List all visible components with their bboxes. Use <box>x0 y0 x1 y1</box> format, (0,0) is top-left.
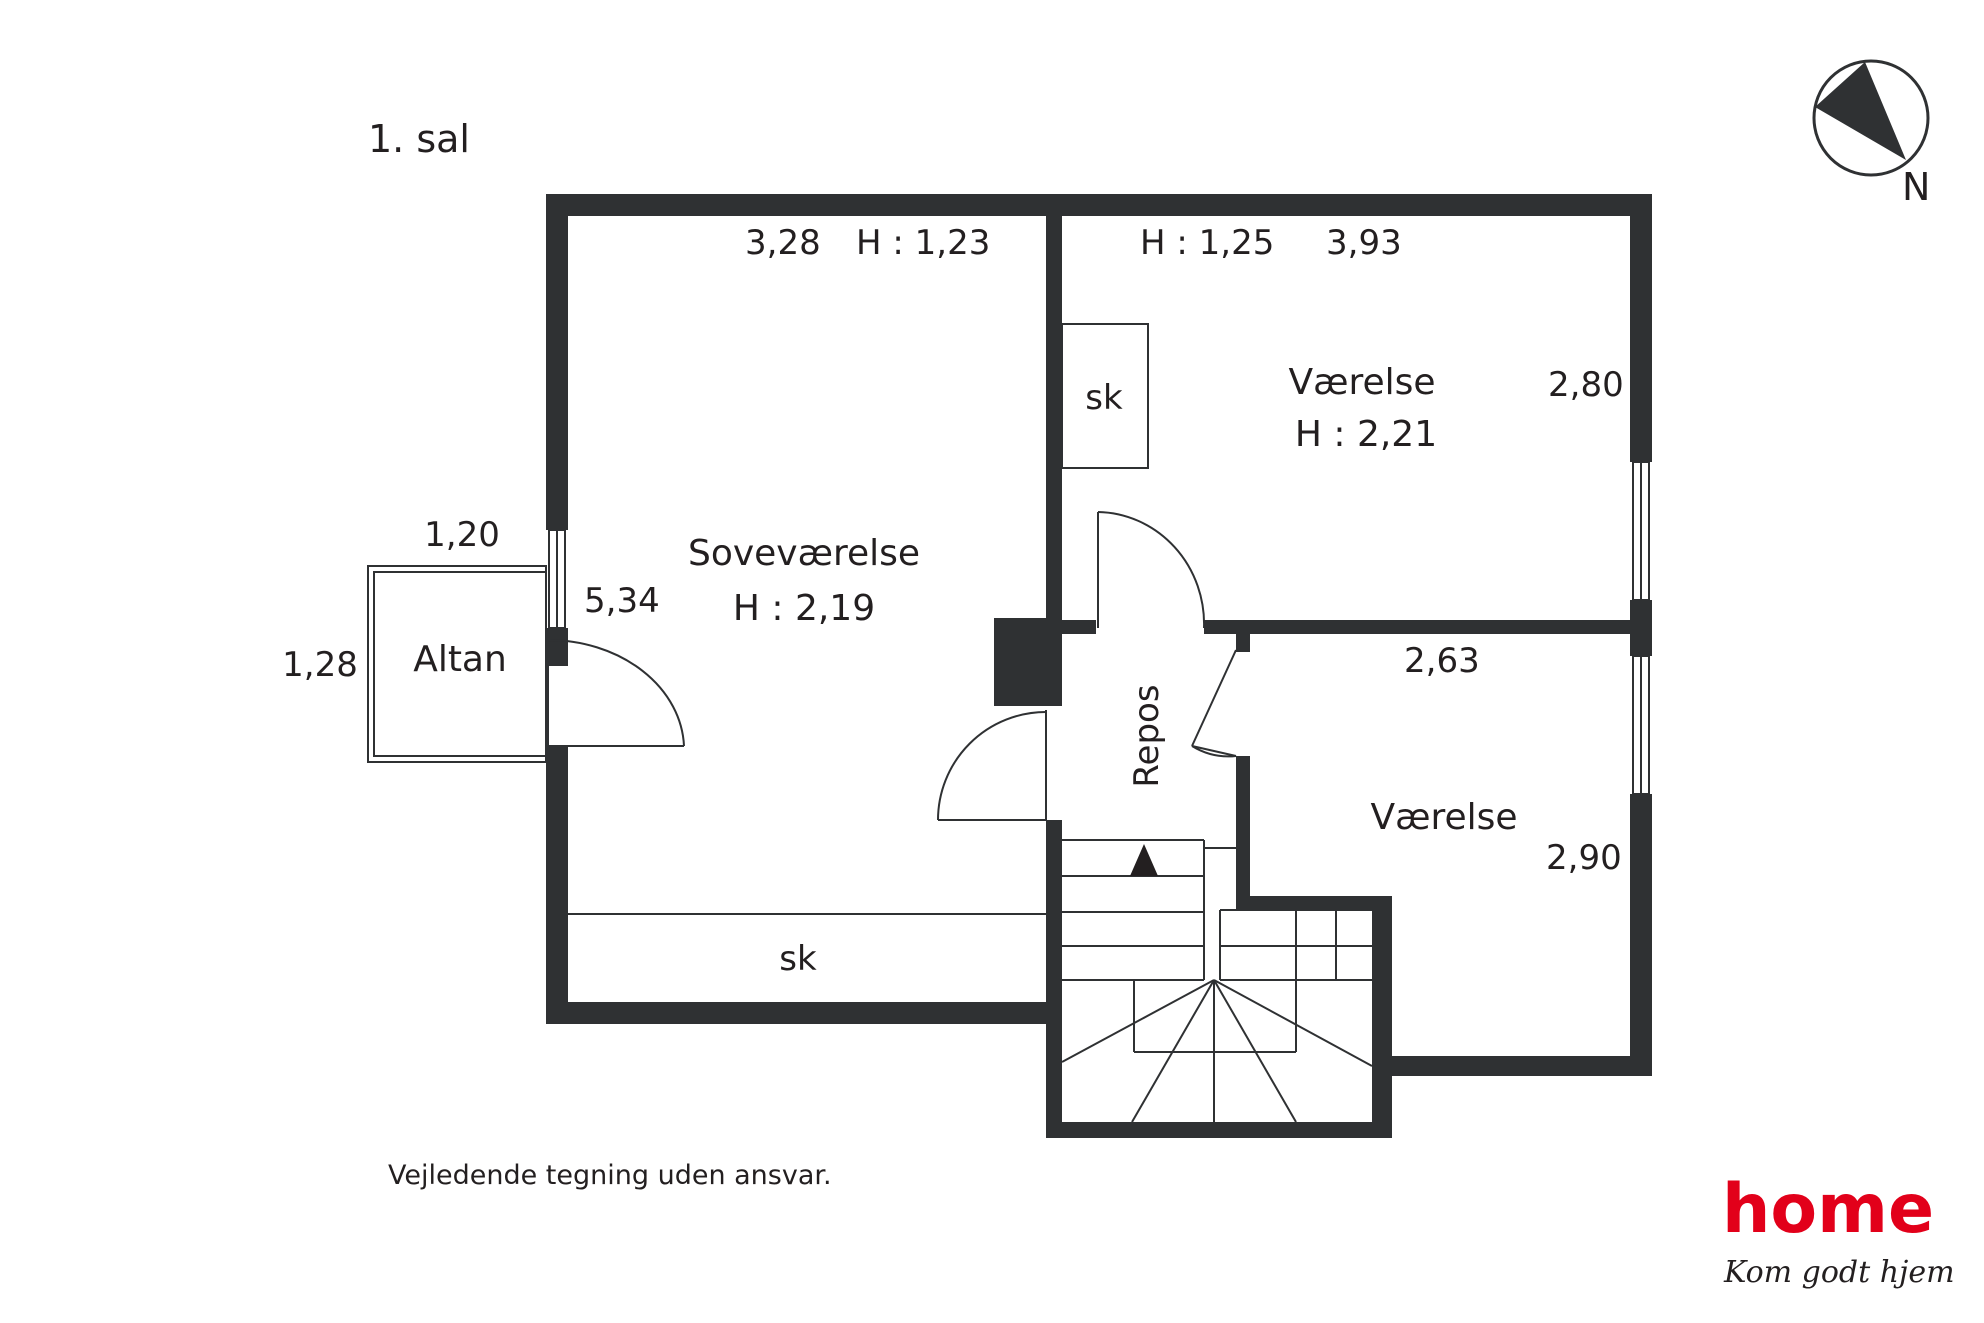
room-north-ceiling-height: H : 1,25 <box>1140 223 1274 263</box>
room-north-height: H : 2,21 <box>1295 414 1437 455</box>
closet-north-label: sk <box>1085 378 1123 418</box>
balcony-name: Altan <box>413 639 507 680</box>
closet-bedroom-label: sk <box>779 939 817 979</box>
logo-tagline: Kom godt hjem <box>1723 1255 1955 1290</box>
room-south-depth: 2,90 <box>1546 838 1622 878</box>
balcony-width: 1,20 <box>424 515 500 555</box>
bedroom-name: Soveværelse <box>688 533 920 574</box>
bedroom-width: 3,28 <box>745 223 821 263</box>
staircase <box>1061 839 1373 1123</box>
closet-north-outline <box>1061 323 1149 469</box>
windows <box>548 461 1650 795</box>
room-south-name: Værelse <box>1370 797 1517 838</box>
balcony-depth: 1,28 <box>282 645 358 685</box>
room-north-name: Værelse <box>1288 362 1435 403</box>
room-south-width: 2,63 <box>1404 641 1480 681</box>
walls <box>546 194 1652 1138</box>
compass-north-label: N <box>1902 165 1930 209</box>
logo-brand: home <box>1722 1170 1934 1249</box>
stair-direction-arrow-icon <box>1130 844 1158 876</box>
bedroom-length: 5,34 <box>584 581 660 621</box>
balcony-outline <box>367 565 547 763</box>
bedroom-ceiling-height: H : 1,23 <box>856 223 990 263</box>
floor-title: 1. sal <box>368 117 470 161</box>
home-logo: home Kom godt hjem <box>1722 1170 1955 1290</box>
doors <box>547 511 1237 821</box>
landing-name: Repos <box>1127 684 1167 787</box>
compass-icon <box>1812 59 1930 177</box>
room-north-width: 3,93 <box>1326 223 1402 263</box>
disclaimer-text: Vejledende tegning uden ansvar. <box>388 1160 832 1191</box>
bedroom-height: H : 2,19 <box>733 588 875 629</box>
room-north-depth: 2,80 <box>1548 365 1624 405</box>
